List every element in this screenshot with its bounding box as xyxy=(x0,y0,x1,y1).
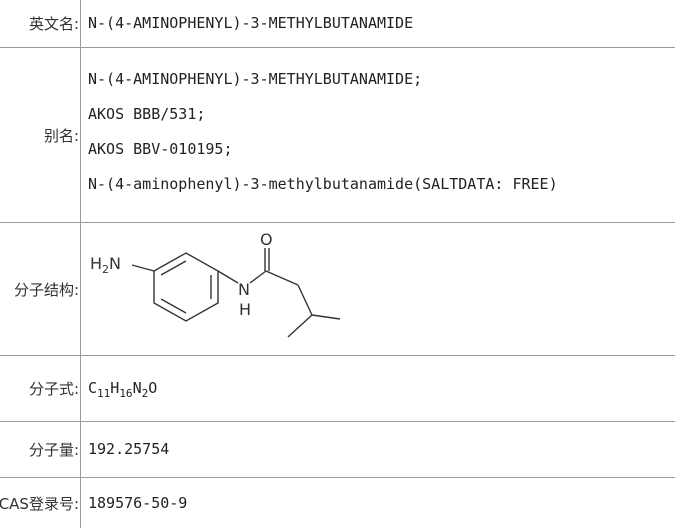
structure-diagram: H2N N H O xyxy=(88,223,358,357)
synonyms-list: N-(4-AMINOPHENYL)-3-METHYLBUTANAMIDE; AK… xyxy=(88,48,675,222)
bond xyxy=(297,284,313,316)
bond xyxy=(249,270,267,284)
formula-value: C11H16N2O xyxy=(88,356,675,421)
formula-label: 分子式: xyxy=(0,356,81,421)
synonym-item: N-(4-AMINOPHENYL)-3-METHYLBUTANAMIDE; xyxy=(88,70,423,88)
bond xyxy=(311,314,341,320)
molecular-weight-value: 192.25754 xyxy=(88,422,675,477)
cas-text: 189576-50-9 xyxy=(88,493,188,512)
synonym-item: N-(4-aminophenyl)-3-methylbutanamide(SAL… xyxy=(88,175,558,193)
row-structure: 分子结构: xyxy=(0,223,675,356)
cas-label: CAS登录号: xyxy=(0,478,81,528)
bond xyxy=(287,314,313,338)
row-formula: 分子式: C11H16N2O xyxy=(0,356,675,422)
row-cas: CAS登录号: 189576-50-9 xyxy=(0,478,675,528)
molecular-weight-label: 分子量: xyxy=(0,422,81,477)
structure-label: 分子结构: xyxy=(0,223,81,355)
row-synonyms: 别名: N-(4-AMINOPHENYL)-3-METHYLBUTANAMIDE… xyxy=(0,48,675,223)
synonym-item: AKOS BBV-010195; xyxy=(88,140,233,158)
atom-label: O xyxy=(260,230,273,249)
molecular-weight-text: 192.25754 xyxy=(88,440,170,458)
row-molecular-weight: 分子量: 192.25754 xyxy=(0,422,675,478)
bond xyxy=(265,270,299,286)
atom-label: H xyxy=(239,300,251,319)
cas-value: 189576-50-9 xyxy=(88,478,675,528)
molecule-svg: H2N N H O xyxy=(90,230,341,338)
bond xyxy=(217,270,239,284)
english-name-label: 英文名: xyxy=(0,0,81,47)
benzene-ring xyxy=(153,252,219,322)
row-english-name: 英文名: N-(4-AMINOPHENYL)-3-METHYLBUTANAMID… xyxy=(0,0,675,48)
english-name-text: N-(4-AMINOPHENYL)-3-METHYLBUTANAMIDE xyxy=(88,14,414,32)
bond xyxy=(131,264,155,272)
atom-label: H2N xyxy=(90,254,121,276)
bond xyxy=(160,260,187,276)
synonyms-label: 别名: xyxy=(0,48,81,222)
synonym-item: AKOS BBB/531; xyxy=(88,105,206,123)
atom-label: N xyxy=(238,280,250,299)
bond xyxy=(160,298,187,314)
english-name-value: N-(4-AMINOPHENYL)-3-METHYLBUTANAMIDE xyxy=(88,0,675,47)
formula-text: C11H16N2O xyxy=(88,379,158,400)
